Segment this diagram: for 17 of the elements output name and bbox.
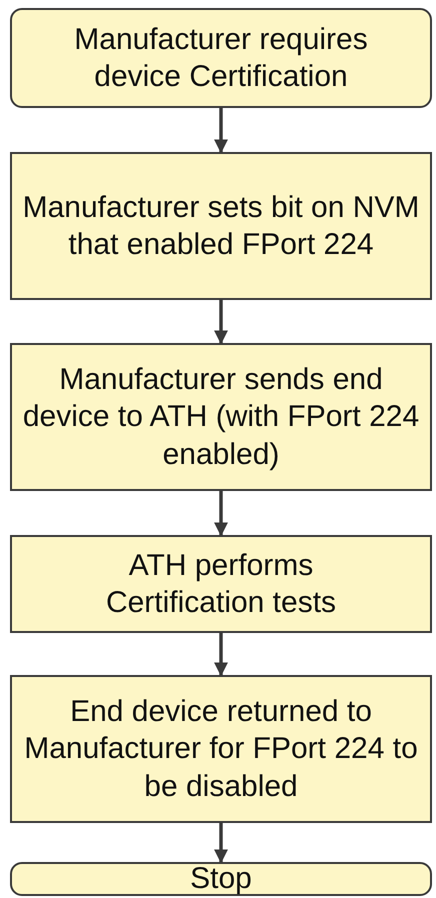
process-box	[10, 152, 432, 300]
process-box	[10, 535, 432, 633]
process-box	[10, 675, 432, 823]
step-text: ATH performs Certification tests	[104, 548, 338, 621]
step-text: Manufacturer requires device Certification	[73, 22, 369, 95]
step-text: Stop	[190, 861, 252, 898]
arrow	[214, 108, 228, 154]
terminal-box	[10, 862, 432, 896]
step-text: Manufacturer sends end device to ATH (with FPort 224 enabled)	[22, 362, 420, 473]
step-text: Manufacturer sets bit on NVM that enabled FPort 224	[22, 190, 420, 263]
arrow	[214, 823, 228, 864]
arrow	[214, 633, 228, 676]
terminal-box	[10, 8, 432, 108]
arrow	[214, 491, 228, 536]
process-box	[10, 343, 432, 491]
arrow	[214, 300, 228, 344]
step-text: End device returned to Manufacturer for FPort 224 to be disabled	[23, 694, 419, 805]
